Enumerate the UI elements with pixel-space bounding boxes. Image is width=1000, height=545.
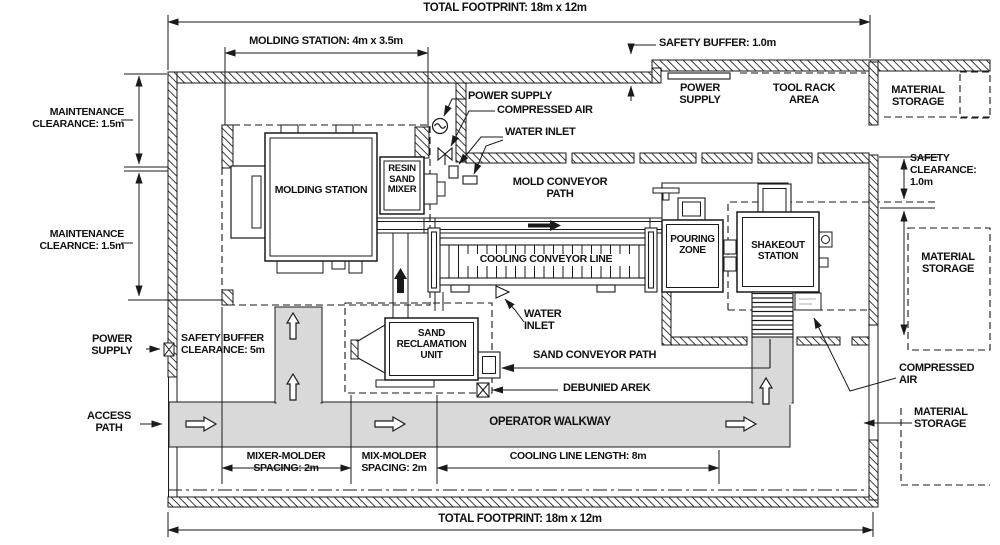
material-storage-top-label: MATERIAL STORAGE xyxy=(891,84,945,109)
cooling-line-length-label: COOLING LINE LENGTH: 8m xyxy=(509,450,647,462)
maintenance-clearance-lower-label: MAINTENANCE CLEARNCE: 1.5m xyxy=(39,228,125,252)
power-supply-left-label: POWER SUPPLY xyxy=(91,333,133,358)
molding-station-dim-label: MOLDING STATION: 4m x 3.5m xyxy=(249,35,403,47)
power-strip xyxy=(667,72,731,80)
resin-sand-mixer-label: RESIN SAND MIXER xyxy=(387,163,417,196)
mixer-molder-spacing-label: MIXER-MOLDER SPACING: 2m xyxy=(246,450,326,474)
power-supply-wall-icon xyxy=(163,342,175,357)
mix-molder-spacing-label: MIX-MOLDER SPACING: 2m xyxy=(361,450,427,474)
safety-clearance-right-label: SAFETY CLEARANCE: 1.0m xyxy=(910,152,977,188)
molding-station-label: MOLDING STATION xyxy=(274,184,368,196)
debunied-arrowhead xyxy=(492,386,503,394)
dimension-lines xyxy=(121,15,938,537)
sand-conveyor-path-line xyxy=(514,339,771,369)
debunied-arek-label: DEBUNIED AREK xyxy=(563,382,651,394)
sand-conveyor-arrowhead xyxy=(501,364,514,372)
pouring-zone-box xyxy=(652,182,789,293)
compressed-air-valve-icon xyxy=(437,146,453,165)
mold-conveyor-path-label: MOLD CONVEYOR PATH xyxy=(512,176,608,201)
total-footprint-top-label: TOTAL FOOTPRINT: 18m x 12m xyxy=(423,2,587,14)
safety-buffer-top-label: SAFETY BUFFER: 1.0m xyxy=(659,37,776,49)
sand-reclamation-unit-label: SAND RECLAMATION UNIT xyxy=(396,328,467,362)
sand-conveyor-path-label: SAND CONVEYOR PATH xyxy=(533,349,657,361)
cooling-conveyor xyxy=(427,227,658,293)
power-outlet-icon xyxy=(431,117,449,135)
power-supply-top-label: POWER SUPPLY xyxy=(468,90,553,102)
safety-buffer-clearance-label: SAFETY BUFFER CLEARANCE: 5m xyxy=(181,332,265,356)
maintenance-clearance-upper-label: MAINTENANCE CLEARANCE: 1.5m xyxy=(32,106,124,130)
debunied-valve-icon xyxy=(476,382,490,398)
material-storage-bottom-label: MATERIAL STORAGE xyxy=(914,406,968,431)
cooling-conveyor-line-label: COOLING CONVEYOR LINE xyxy=(460,253,632,266)
total-footprint-bottom-label: TOTAL FOOTPRINT: 18m x 12m xyxy=(438,513,602,525)
water-inlet-mid-icon xyxy=(495,285,511,299)
shakeout-station-box xyxy=(736,183,833,338)
water-inlet-icons xyxy=(448,165,478,185)
operator-walkway-label: OPERATOR WALKWAY xyxy=(489,416,611,428)
mold-conveyor xyxy=(377,217,662,234)
access-path-label: ACCESS PATH xyxy=(86,410,132,435)
shakeout-station-label: SHAKEOUT STATION xyxy=(751,240,805,263)
compressed-air-right-label: COMPRESSED AIR xyxy=(899,362,975,387)
sand-reclamation-box xyxy=(350,317,501,388)
leader-lines xyxy=(140,43,912,428)
molding-station-box xyxy=(230,124,378,274)
mold-conveyor-arrow xyxy=(528,220,561,231)
water-inlet-top-label: WATER INLET xyxy=(505,126,576,138)
pouring-zone-label: POURING ZONE xyxy=(670,234,715,257)
power-supply-room-label: POWER SUPPLY xyxy=(679,82,721,107)
material-storage-mid-label: MATERIAL STORAGE xyxy=(921,251,975,276)
compressed-air-top-label: COMPRESSED AIR xyxy=(497,104,593,116)
water-inlet-mid-label: WATER INLET xyxy=(524,308,562,333)
shakeout-discharge-stairs xyxy=(751,291,794,338)
walkway-direction-arrows xyxy=(185,311,774,433)
tool-rack-area-label: TOOL RACK AREA xyxy=(772,82,836,107)
sand-return-lines xyxy=(392,233,444,318)
resin-sand-mixer-box xyxy=(379,156,446,215)
sand-return-arrow xyxy=(394,268,407,293)
walls xyxy=(167,59,991,508)
wall-opening-lines xyxy=(168,377,178,497)
